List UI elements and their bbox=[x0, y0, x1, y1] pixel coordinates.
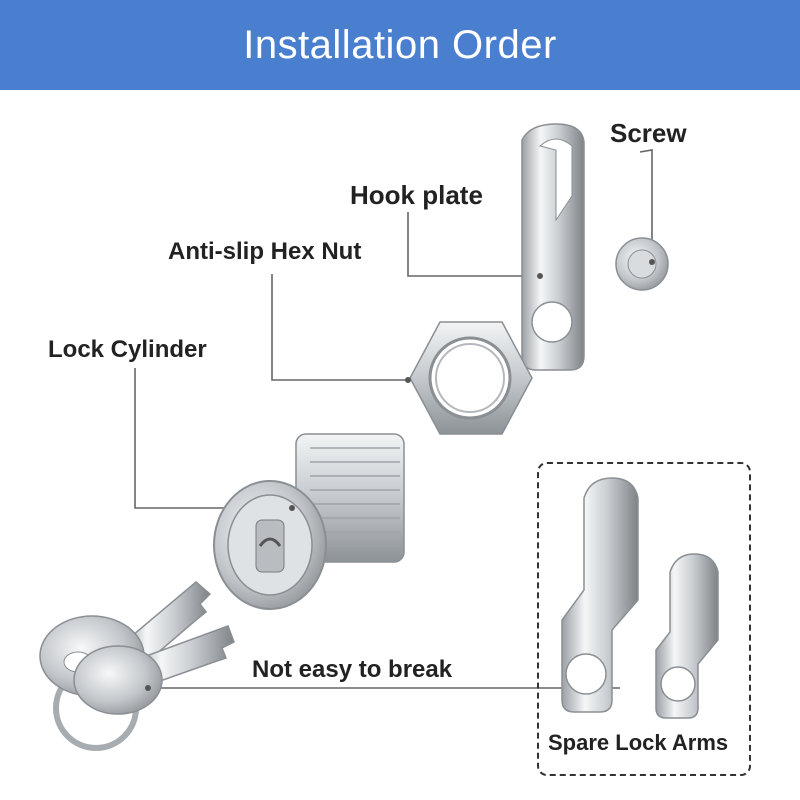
label-screw: Screw bbox=[610, 118, 687, 148]
label-not-easy: Not easy to break bbox=[252, 656, 453, 683]
label-spare-arms: Spare Lock Arms bbox=[548, 730, 729, 755]
label-lock-cylinder: Lock Cylinder bbox=[48, 336, 207, 363]
label-hook-plate: Hook plate bbox=[350, 180, 483, 210]
spare-lock-arms bbox=[561, 477, 719, 719]
lock-cylinder bbox=[213, 433, 405, 610]
screw bbox=[615, 237, 669, 291]
title-banner: Installation Order bbox=[0, 0, 800, 90]
hook-plate-leader bbox=[407, 212, 540, 277]
screw-leader bbox=[639, 149, 653, 262]
hex-nut-leader bbox=[271, 274, 408, 381]
hook-plate bbox=[521, 123, 585, 371]
keys bbox=[39, 581, 235, 751]
label-hex-nut: Anti-slip Hex Nut bbox=[168, 238, 362, 265]
hex-nut bbox=[405, 321, 533, 435]
page-title: Installation Order bbox=[243, 22, 557, 67]
spare-arms-box bbox=[537, 462, 751, 776]
